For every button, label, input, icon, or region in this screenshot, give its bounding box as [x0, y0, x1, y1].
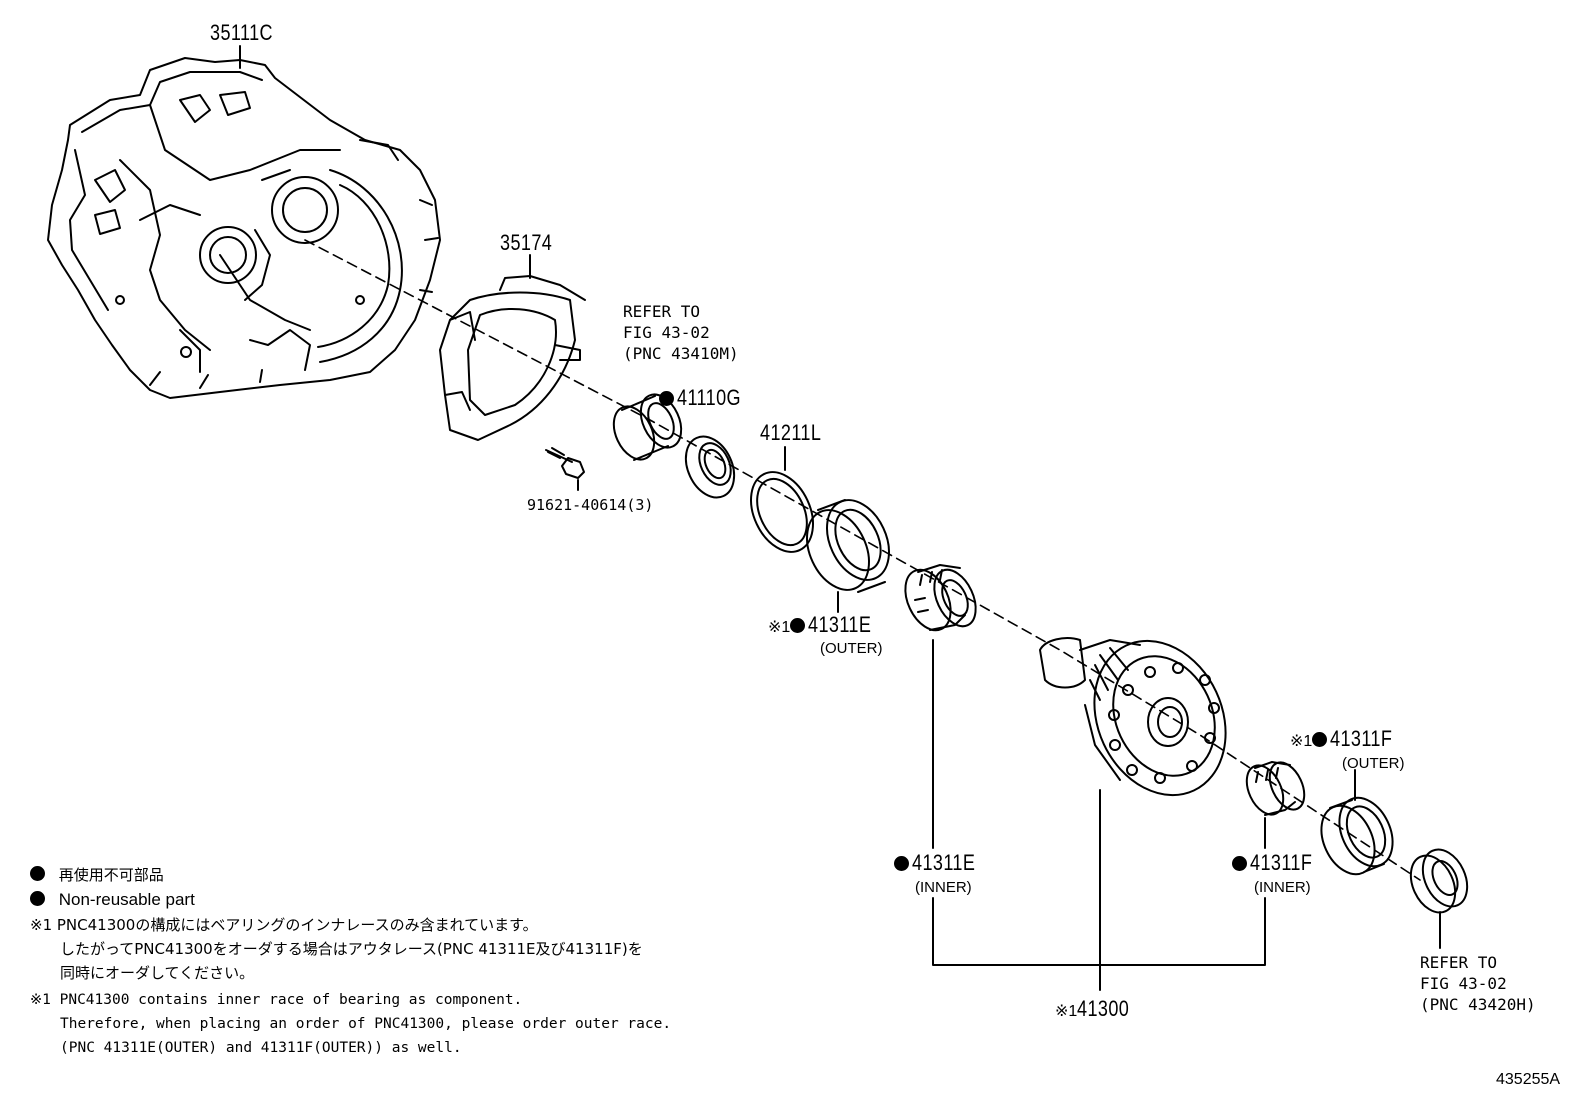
outer-race-41311F-drawing — [1320, 796, 1394, 876]
refer-line-3: (PNC 43410M) — [623, 344, 739, 363]
part-number-35111C[interactable]: 35111C — [210, 20, 273, 45]
non-reusable-dot-icon — [790, 618, 806, 633]
part-41311F-inner[interactable]: 41311F — [1232, 852, 1326, 874]
legend-en-text: Non-reusable part — [58, 890, 195, 909]
note-mark: ※1 — [1290, 733, 1313, 750]
part-number-bolt[interactable]: 91621-40614(3) — [527, 496, 654, 514]
assembly-axis-dashed — [304, 239, 1421, 881]
label-inner-41311F: (INNER) — [1254, 879, 1311, 896]
note-mark: ※1 — [768, 619, 791, 636]
differential-41300-drawing — [1039, 637, 1227, 797]
note-mark: ※1 — [1055, 1003, 1078, 1020]
bracket-41300 — [932, 897, 1266, 966]
part-number-41311F-outer: 41311F — [1330, 726, 1393, 751]
part-41110G[interactable]: 41110G — [659, 387, 755, 409]
note-en-line-3: (PNC 41311E(OUTER) and 41311F(OUTER)) as… — [60, 1040, 462, 1056]
refer-line-1: REFER TO — [1420, 953, 1498, 972]
figure-id: 435255A — [1496, 1071, 1561, 1088]
note-ja-line-3: 同時にオーダしてください。 — [60, 964, 255, 982]
inner-bearing-41311E-drawing — [904, 564, 977, 632]
non-reusable-dot-icon — [894, 856, 909, 871]
refer-to-fig-43410M[interactable]: REFER TO FIG 43-02 (PNC 43410M) — [623, 301, 739, 364]
bearing-41110G-drawing — [612, 393, 683, 461]
part-number-41110G: 41110G — [677, 385, 741, 410]
outer-race-41311E-drawing — [806, 499, 890, 593]
part-41300[interactable]: ※141300 — [1055, 998, 1141, 1020]
part-number-41311E-outer: 41311E — [808, 612, 872, 637]
note-ja-line-2: したがってPNC41300をオーダする場合はアウタレース(PNC 41311E及… — [60, 940, 643, 958]
part-number-41311F-inner: 41311F — [1250, 850, 1313, 875]
part-number-41211L[interactable]: 41211L — [760, 420, 822, 445]
part-41311F-outer[interactable]: ※1 41311F — [1290, 728, 1406, 750]
non-reusable-dot-icon — [1312, 732, 1328, 747]
part-number-41311E-inner: 41311E — [912, 850, 976, 875]
legend-ja-text: 再使用不可部品 — [58, 866, 164, 884]
label-outer-41311E: (OUTER) — [820, 640, 883, 657]
seal-drawing — [684, 435, 736, 499]
transaxle-housing-drawing — [47, 57, 441, 399]
shim-41211L-drawing — [750, 471, 814, 553]
seal-bottom-drawing — [1409, 848, 1469, 914]
refer-line-2: FIG 43-02 — [1420, 974, 1507, 993]
non-reusable-dot-icon — [659, 391, 674, 406]
part-number-41300: 41300 — [1077, 996, 1130, 1021]
inner-bearing-41311F-drawing — [1245, 761, 1306, 816]
bolt-drawing — [545, 447, 585, 479]
note-ja-line-1: ※1 PNC41300の構成にはベアリングのインナレースのみ含まれています。 — [30, 916, 538, 934]
refer-line-2: FIG 43-02 — [623, 323, 710, 342]
non-reusable-dot-icon — [30, 866, 45, 882]
refer-line-1: REFER TO — [623, 302, 701, 321]
legend-ja: 再使用不可部品 — [30, 866, 164, 883]
non-reusable-dot-icon — [30, 891, 45, 907]
part-41311E-outer[interactable]: ※1 41311E — [768, 614, 886, 636]
note-en-line-1: ※1 PNC41300 contains inner race of beari… — [30, 992, 523, 1008]
note-en-line-2: Therefore, when placing an order of PNC4… — [60, 1016, 672, 1032]
label-inner-41311E: (INNER) — [915, 879, 972, 896]
refer-to-fig-43420H[interactable]: REFER TO FIG 43-02 (PNC 43420H) — [1420, 952, 1536, 1015]
part-number-35174[interactable]: 35174 — [500, 230, 553, 255]
part-41311E-inner[interactable]: 41311E — [894, 852, 989, 874]
oil-receiver-drawing — [439, 275, 586, 441]
refer-line-3: (PNC 43420H) — [1420, 995, 1536, 1014]
non-reusable-dot-icon — [1232, 856, 1247, 871]
legend-en: Non-reusable part — [30, 891, 195, 908]
label-outer-41311F: (OUTER) — [1342, 755, 1405, 772]
